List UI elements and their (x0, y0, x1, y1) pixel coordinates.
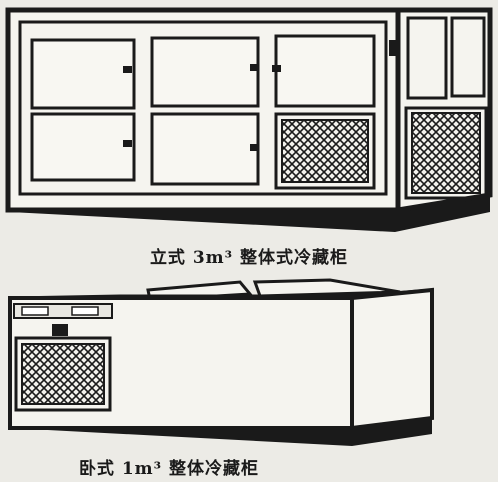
upright-side-upper-panel-left (406, 16, 448, 100)
upright-door-1-handle (123, 66, 132, 73)
upright-door-2-handle (250, 64, 259, 71)
upright-door-3-handle (272, 65, 281, 72)
upright-door-4-handle (123, 140, 132, 147)
upright-side-upper-panel-right (450, 16, 486, 98)
horizontal-front-vent-frame (14, 336, 112, 412)
horizontal-cabinet (8, 278, 434, 446)
upright-side-vent-grille (411, 112, 481, 194)
upright-cabinet-front-inner-frame (18, 20, 388, 196)
upright-front-vent-frame (274, 112, 376, 190)
upright-door-1 (30, 38, 136, 110)
horizontal-cabinet-side-base (352, 418, 432, 446)
upright-door-4 (30, 112, 136, 182)
upright-side-hinge (389, 40, 397, 56)
horizontal-control-window-left (21, 306, 49, 316)
horizontal-cabinet-side (350, 287, 434, 431)
horizontal-control-knob (52, 324, 68, 336)
horizontal-control-window-right (71, 306, 99, 316)
upright-front-vent-grille (281, 119, 369, 183)
upright-door-5 (150, 112, 260, 186)
upright-door-3 (274, 34, 376, 108)
upright-cabinet (5, 7, 493, 232)
upright-door-5-handle (250, 144, 259, 151)
horizontal-front-vent-grille (21, 343, 105, 405)
upright-cabinet-side-base (395, 195, 490, 232)
caption-upright-cabinet: 立式 3m³ 整体式冷藏柜 (149, 248, 349, 268)
upright-door-2 (150, 36, 260, 108)
upright-side-vent-frame (404, 106, 488, 200)
caption-horizontal-cabinet: 卧式 1m³ 整体冷藏柜 (78, 459, 260, 479)
